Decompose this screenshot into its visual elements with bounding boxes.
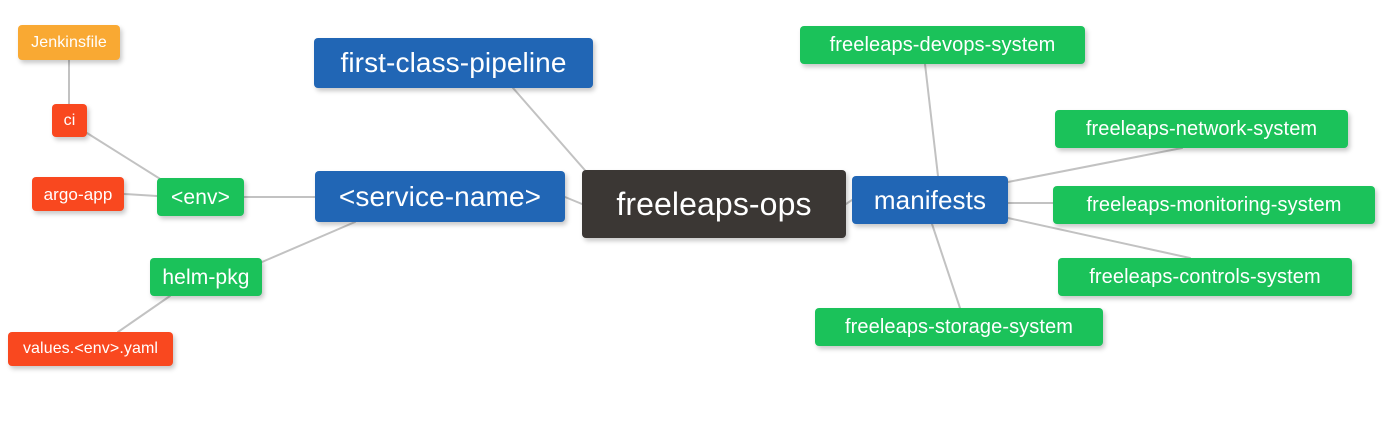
node-freeleaps-controls-system[interactable]: freeleaps-controls-system	[1058, 258, 1352, 296]
node-label-freeleaps-controls-system: freeleaps-controls-system	[1089, 266, 1321, 288]
node-first-class-pipeline[interactable]: first-class-pipeline	[314, 38, 593, 88]
node-freeleaps-network-system[interactable]: freeleaps-network-system	[1055, 110, 1348, 148]
edge-manifests-to-freeleaps-storage-system	[931, 223, 961, 309]
node-ci[interactable]: ci	[52, 104, 87, 137]
node-label-helm-pkg: helm-pkg	[162, 265, 250, 289]
node-env[interactable]: <env>	[157, 178, 244, 216]
edge-manifests-to-freeleaps-network-system	[1007, 147, 1183, 183]
node-label-freeleaps-monitoring-system: freeleaps-monitoring-system	[1086, 194, 1342, 216]
node-label-freeleaps-storage-system: freeleaps-storage-system	[844, 316, 1074, 338]
edge-env-to-ci	[86, 132, 166, 183]
node-service-name[interactable]: <service-name>	[315, 171, 565, 222]
node-label-service-name: <service-name>	[338, 180, 542, 212]
edge-freeleaps-ops-to-first-class-pipeline	[512, 87, 591, 177]
node-label-freeleaps-network-system: freeleaps-network-system	[1085, 118, 1318, 140]
node-label-ci: ci	[63, 111, 76, 129]
node-freeleaps-monitoring-system[interactable]: freeleaps-monitoring-system	[1053, 186, 1375, 224]
node-label-freeleaps-ops: freeleaps-ops	[616, 186, 812, 222]
edge-freeleaps-ops-to-service-name	[564, 196, 583, 205]
node-label-values-yaml: values.<env>.yaml	[22, 340, 159, 357]
node-freeleaps-ops[interactable]: freeleaps-ops	[582, 170, 846, 238]
node-label-argo-app: argo-app	[43, 184, 113, 204]
edge-manifests-to-freeleaps-controls-system	[1007, 217, 1191, 259]
edge-service-name-to-helm-pkg	[261, 221, 356, 263]
node-values-yaml[interactable]: values.<env>.yaml	[8, 332, 173, 366]
node-manifests[interactable]: manifests	[852, 176, 1008, 224]
node-label-env: <env>	[171, 185, 230, 209]
node-label-freeleaps-devops-system: freeleaps-devops-system	[829, 34, 1056, 56]
edge-manifests-to-freeleaps-devops-system	[924, 63, 939, 177]
edge-env-to-argo-app	[123, 193, 158, 197]
node-jenkinsfile[interactable]: Jenkinsfile	[18, 25, 120, 60]
node-helm-pkg[interactable]: helm-pkg	[150, 258, 262, 296]
node-label-jenkinsfile: Jenkinsfile	[31, 33, 107, 51]
node-argo-app[interactable]: argo-app	[32, 177, 124, 211]
node-freeleaps-devops-system[interactable]: freeleaps-devops-system	[800, 26, 1085, 64]
node-freeleaps-storage-system[interactable]: freeleaps-storage-system	[815, 308, 1103, 346]
node-label-first-class-pipeline: first-class-pipeline	[340, 47, 567, 78]
node-label-manifests: manifests	[873, 185, 987, 215]
edge-helm-pkg-to-values-yaml	[117, 295, 171, 333]
